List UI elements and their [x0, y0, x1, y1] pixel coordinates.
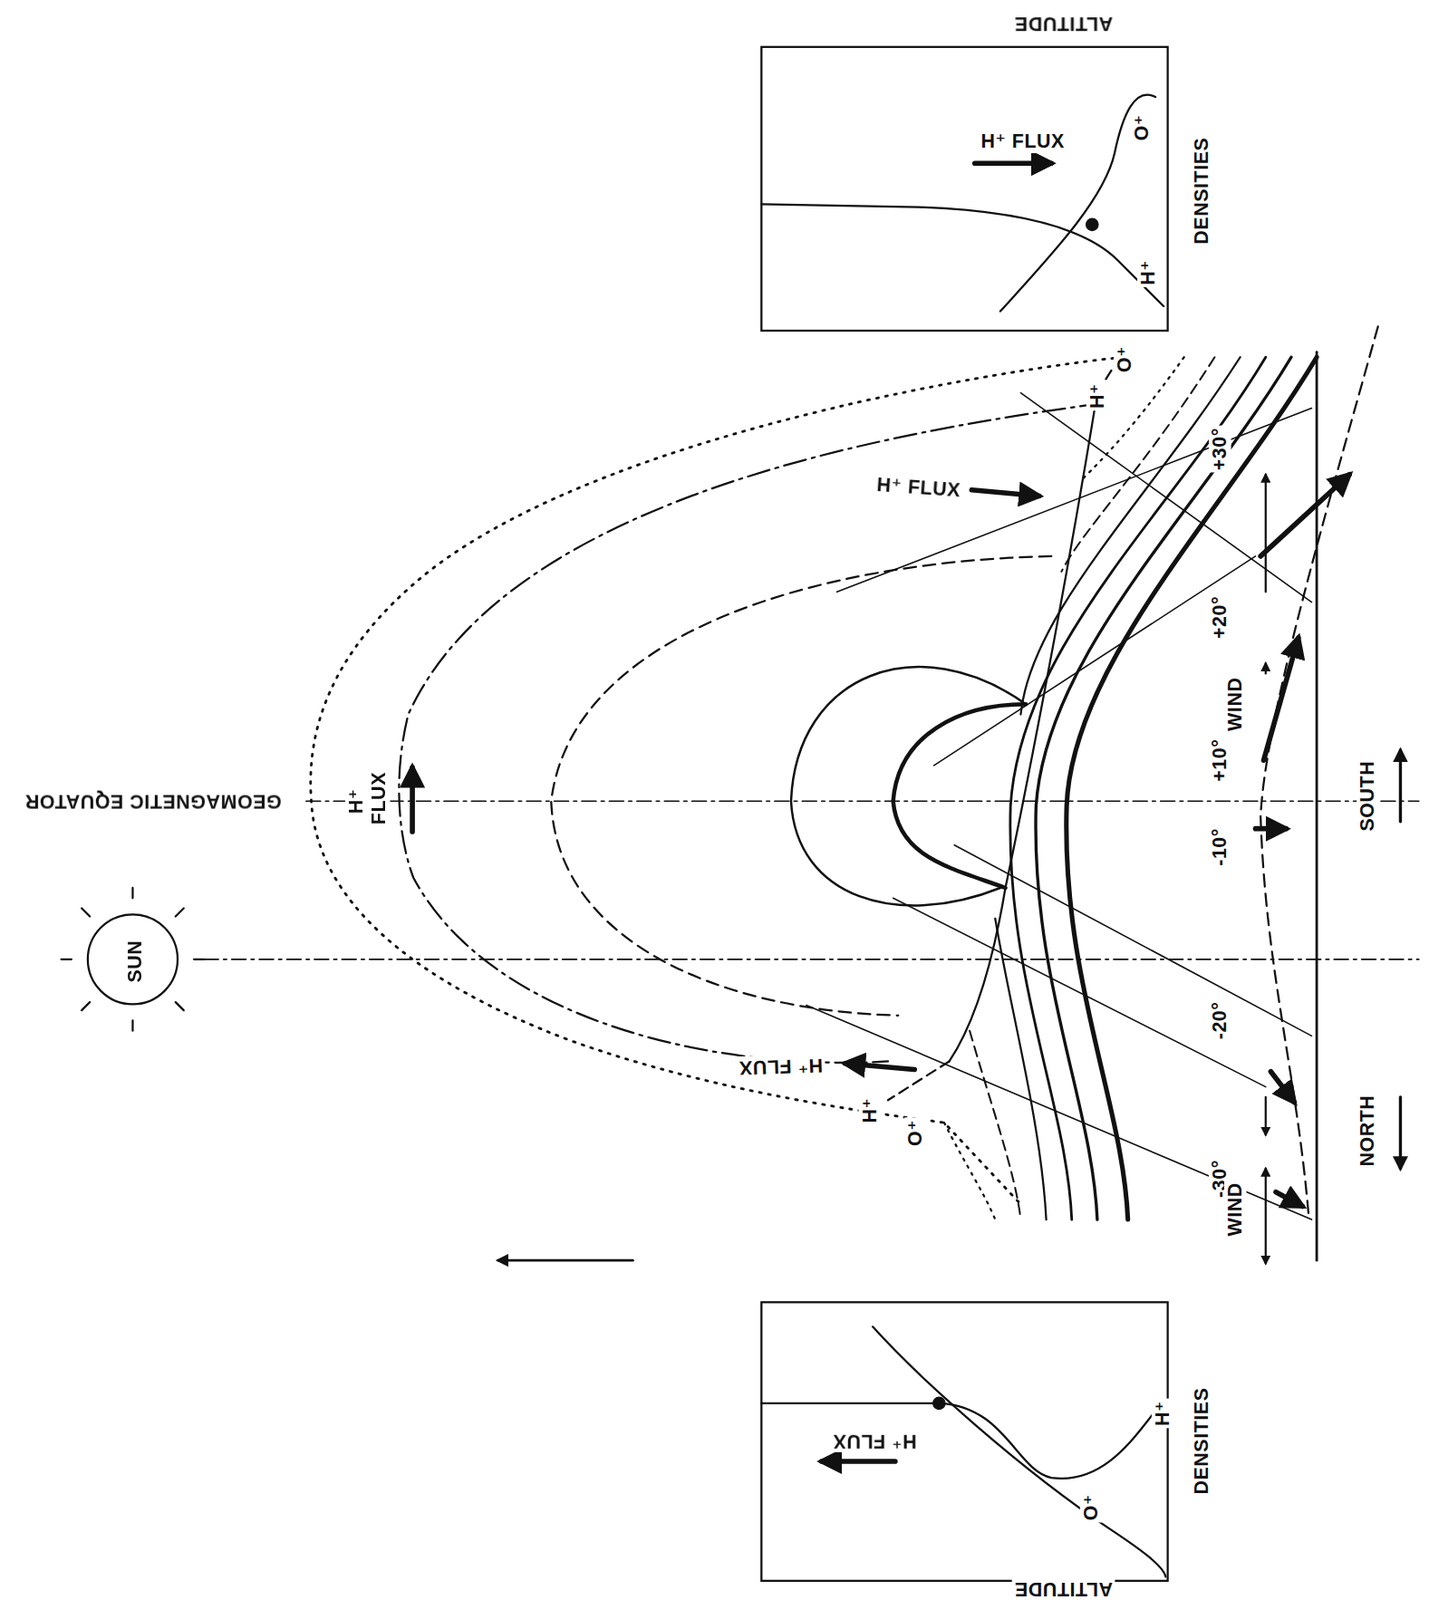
axis-title: DENSITIES	[1190, 135, 1214, 247]
direction-arrow	[498, 474, 1401, 1265]
latitude-label: +30°	[1208, 425, 1232, 474]
ground-line	[1315, 352, 1319, 1262]
ionosphere-line	[1066, 357, 1317, 1220]
flux-label: H⁺ FLUX	[736, 1053, 826, 1080]
outer-field-line	[310, 357, 1123, 1205]
flux-label: H⁺ FLUX	[874, 473, 965, 503]
ionosphere-line	[994, 357, 1240, 1220]
ion-label: O⁺	[1080, 1492, 1103, 1524]
direction-label: SOUTH	[1356, 759, 1380, 834]
density-inset: ALTITUDEH⁺ FLUXO⁺H⁺DENSITIES	[760, 46, 1169, 332]
wind-arrow	[1255, 474, 1351, 1207]
flux-arrow	[412, 163, 1052, 1462]
crossover-dot	[933, 1397, 947, 1410]
ionosphere-line	[1035, 357, 1292, 1220]
sun-circle: SUN	[86, 913, 179, 1005]
direction-label: NORTH	[1356, 1092, 1380, 1169]
wind-label: WIND	[1224, 1180, 1247, 1239]
wind-label: WIND	[1224, 675, 1247, 734]
sun-label: SUN	[123, 937, 146, 985]
field-line	[893, 704, 1026, 889]
ion-label: O⁺	[1113, 344, 1137, 376]
latitude-label: -10°	[1208, 826, 1232, 869]
ion-label: H⁺	[1137, 258, 1160, 288]
sun-line	[203, 958, 1419, 961]
latitude-label: +20°	[1208, 594, 1232, 642]
equator-line	[306, 800, 1420, 802]
latitude-label: -20°	[1208, 999, 1232, 1042]
ion-label: O⁺	[904, 1118, 927, 1149]
ion-label: O⁺	[1130, 112, 1154, 144]
ionosphere-line	[944, 357, 1185, 1220]
ion-label: H⁺	[1151, 1399, 1175, 1429]
ion-label: H⁺	[858, 1095, 881, 1125]
axis-title: ALTITUDE	[1012, 1578, 1115, 1600]
density-profile	[761, 95, 1166, 1578]
axis-title: DENSITIES	[1190, 1385, 1214, 1497]
ionosphere-line	[1010, 357, 1266, 1220]
latitude-label: +10°	[1208, 736, 1232, 784]
field-line	[398, 403, 1102, 1063]
flux-label: H⁺ FLUX	[830, 1429, 919, 1453]
flux-label: H⁺ FLUX	[978, 130, 1067, 154]
axis-title: ALTITUDE	[1012, 12, 1115, 36]
crossover-dot	[1086, 218, 1100, 232]
transition-boundary	[888, 352, 1123, 1101]
density-inset: ALTITUDEH⁺ FLUXO⁺H⁺DENSITIES	[760, 1301, 1169, 1583]
field-line	[791, 666, 1026, 906]
latitude-line	[806, 393, 1313, 1220]
sun-rays	[61, 888, 205, 1032]
flux-label: H⁺ FLUX	[345, 775, 390, 827]
equator-label: GEOMAGNETIC EQUATOR	[22, 790, 284, 813]
ion-label: H⁺	[1086, 381, 1110, 411]
field-line	[550, 556, 1052, 1016]
